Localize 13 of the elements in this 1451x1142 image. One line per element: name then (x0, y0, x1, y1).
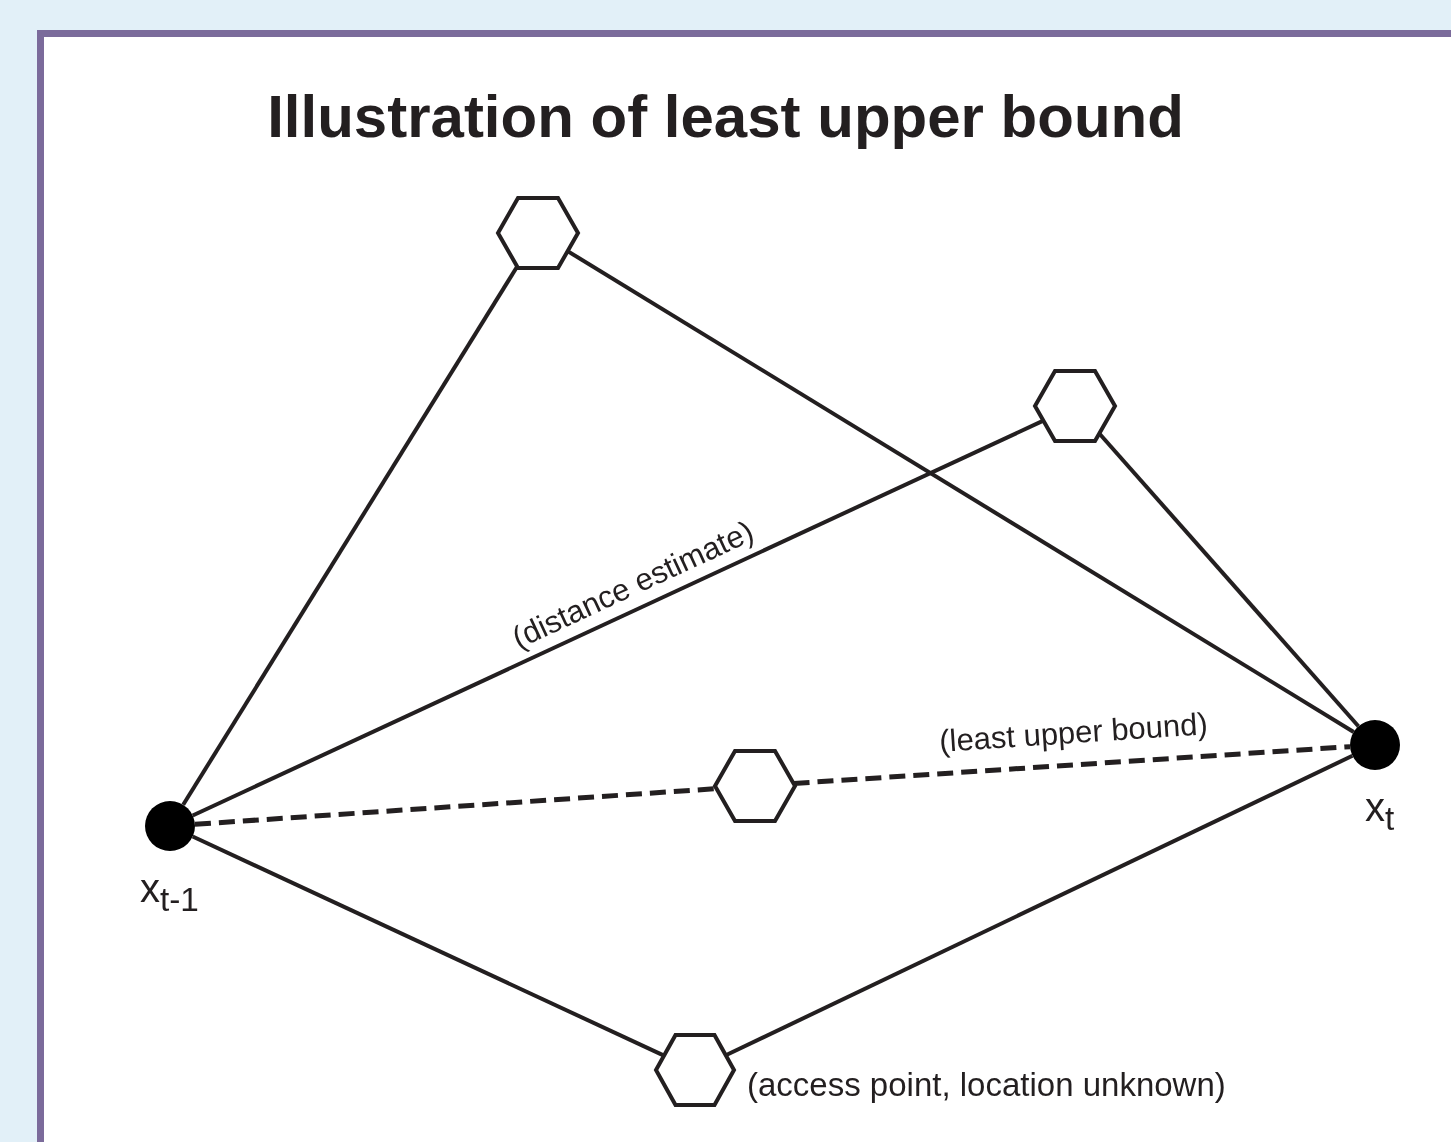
connector-line (191, 834, 665, 1058)
edge-label: (least upper bound) (938, 706, 1210, 760)
connector-line (566, 249, 1355, 734)
node-caption: (access point, location unknown) (747, 1066, 1226, 1104)
connector-line (191, 418, 1045, 818)
dashed-line (194, 786, 717, 827)
connector-line (724, 753, 1354, 1058)
point-label: x$_{t-1}$ (140, 866, 199, 919)
point-label: x$_{t}$ (1365, 785, 1395, 838)
title: Illustration of least upper bound (267, 83, 1184, 150)
connector-line (181, 265, 519, 806)
connector-line (1097, 432, 1360, 728)
dashed-line (793, 744, 1351, 786)
